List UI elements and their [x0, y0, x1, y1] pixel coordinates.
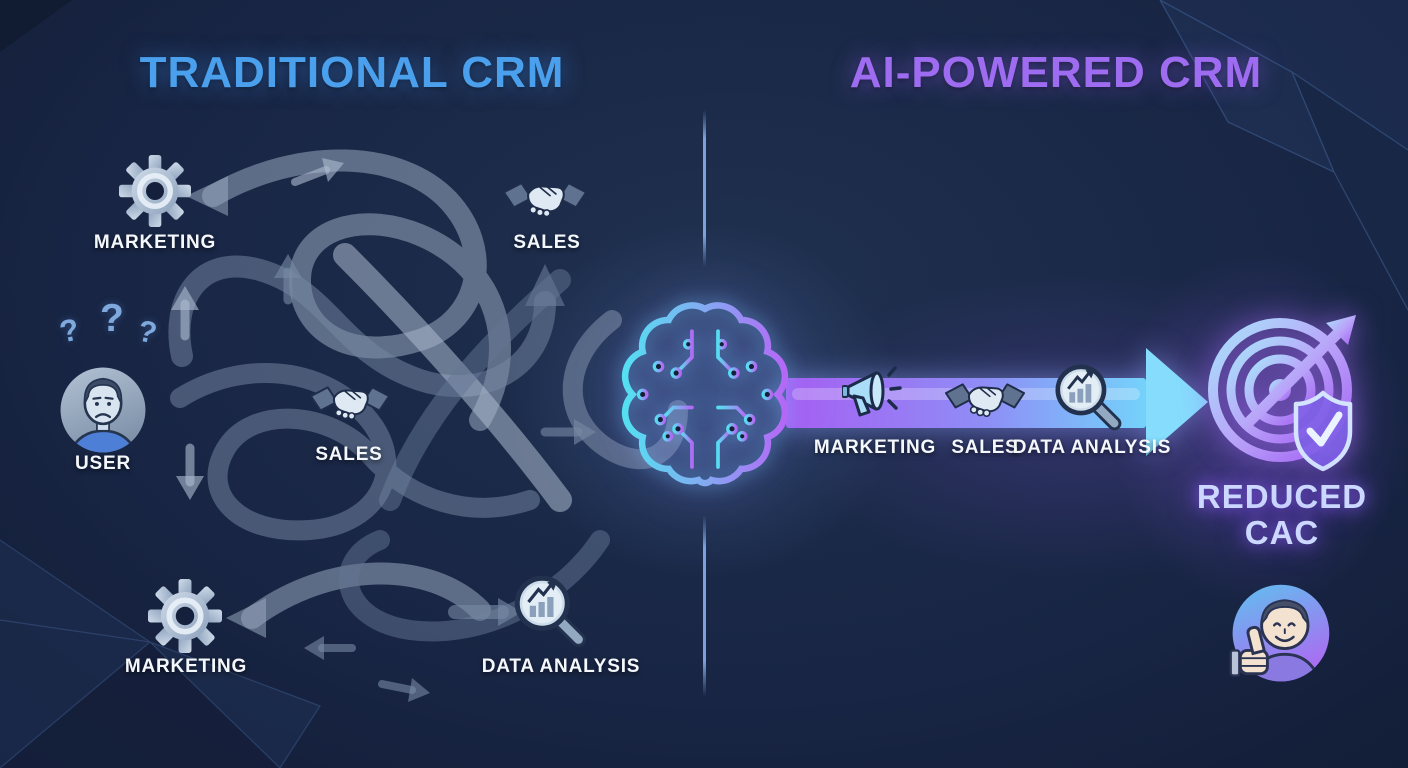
shield-check-icon: [1293, 390, 1353, 472]
step-label-data-analysis: DATA ANALYSIS: [1012, 437, 1172, 458]
question-mark-icon: ?: [100, 297, 124, 340]
gear-icon: [148, 579, 222, 653]
vertical-divider-top: [703, 110, 706, 267]
handshake-icon: [503, 172, 587, 226]
handshake-icon: [945, 374, 1025, 425]
step-label-marketing: MARKETING: [813, 437, 937, 458]
circuit-brain-icon: [621, 302, 789, 487]
confused-user-icon: [60, 367, 146, 453]
node-label-sales-top: SALES: [513, 232, 581, 253]
node-label-marketing-bottom: MARKETING: [124, 656, 248, 677]
gear-icon: [119, 155, 191, 227]
reduced-cac-label: REDUCED CAC: [1196, 478, 1368, 551]
right-panel-title: AI-POWERED CRM: [849, 48, 1263, 97]
megaphone-icon: [842, 361, 906, 425]
left-panel-title: TRADITIONAL CRM: [139, 48, 565, 97]
node-label-marketing-top: MARKETING: [93, 232, 217, 253]
target-shield-arrow-icon: [1208, 315, 1356, 472]
magnifier-chart-icon: [511, 572, 591, 652]
thumbs-up-user-icon: [1229, 584, 1330, 682]
node-label-user: USER: [75, 453, 131, 474]
node-label-sales-middle: SALES: [315, 444, 383, 465]
step-label-sales: SALES: [951, 437, 1019, 458]
node-label-data-analysis: DATA ANALYSIS: [481, 656, 641, 677]
magnifier-chart-icon: [1052, 361, 1126, 435]
vertical-divider-bottom: [703, 515, 706, 697]
handshake-icon: [310, 377, 390, 428]
